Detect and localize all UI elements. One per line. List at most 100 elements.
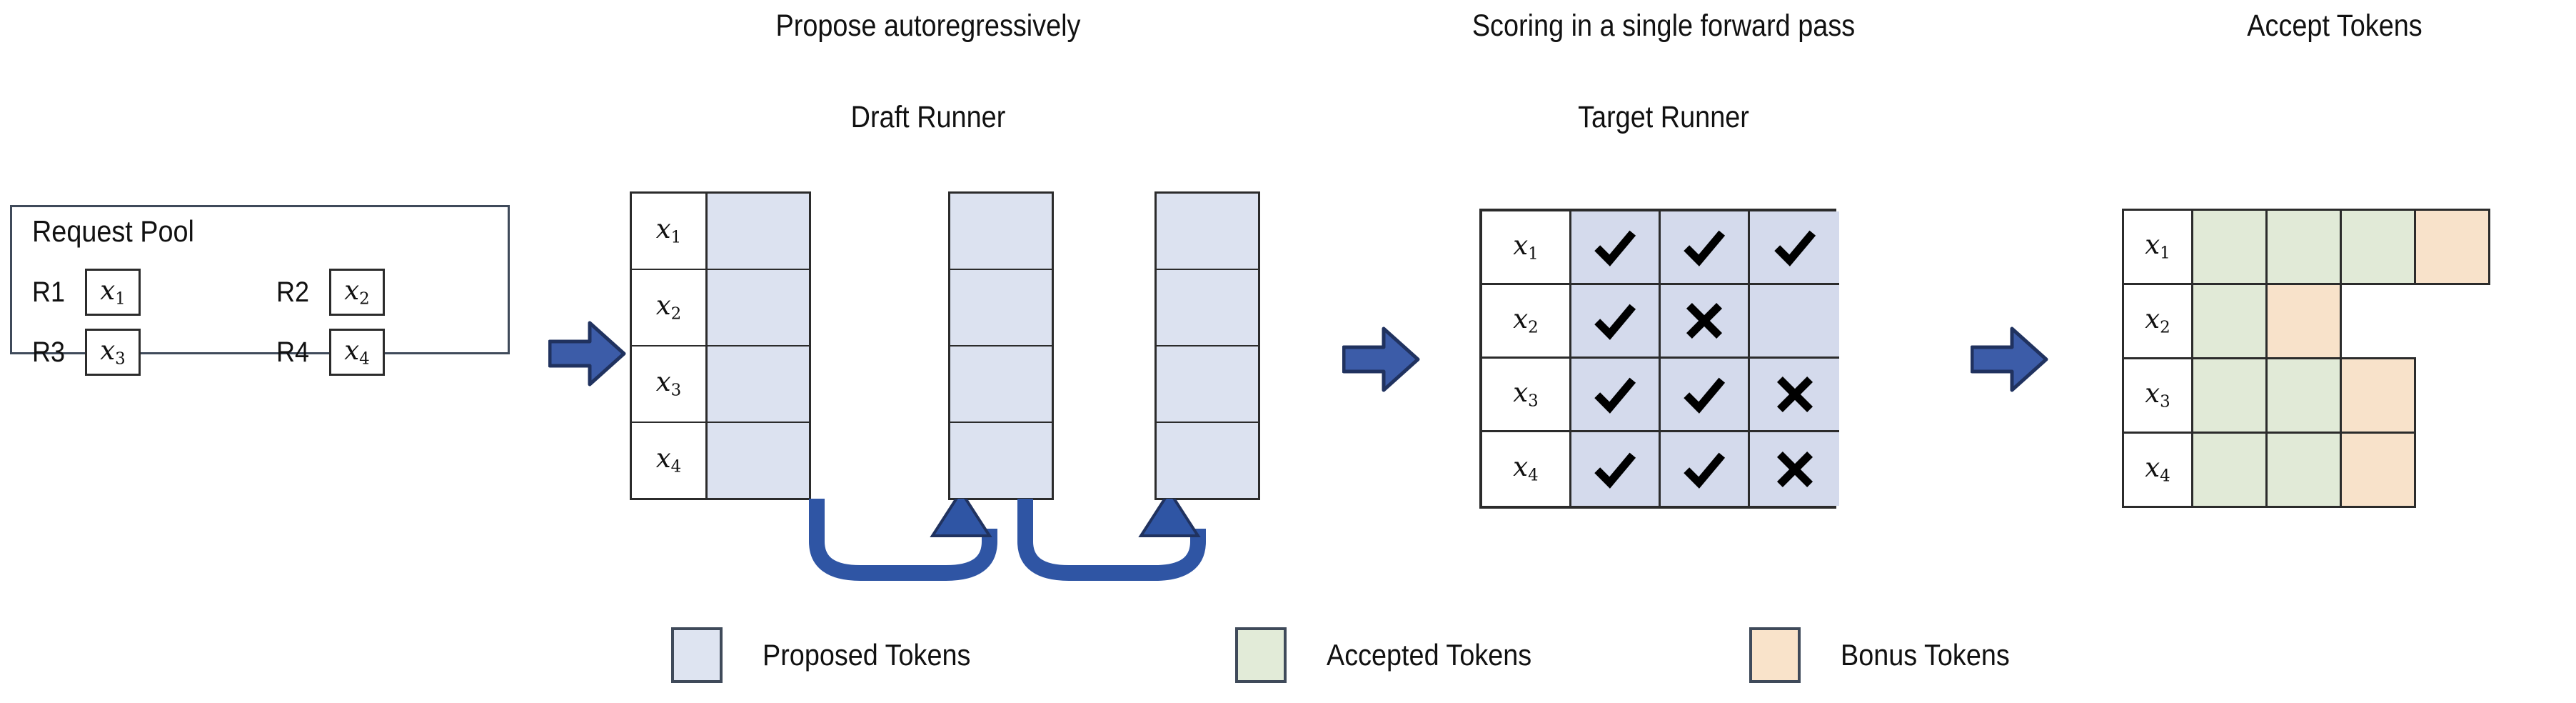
accept-row-label-x1: x1 <box>2122 209 2193 285</box>
proposed-token-cell[interactable] <box>1157 270 1258 346</box>
request-row-r3[interactable]: R3 x3 <box>32 329 141 376</box>
draft-proposal-column-2[interactable] <box>948 191 1054 500</box>
accepted-token-cell[interactable] <box>2191 283 2268 359</box>
accepted-token-cell[interactable] <box>2265 432 2342 508</box>
legend-item-bonus: Bonus Tokens <box>1749 627 2028 683</box>
proposed-token-cell[interactable] <box>1157 423 1258 498</box>
draft-runner-caption-top: Propose autoregressively <box>775 9 1081 43</box>
check-icon <box>1684 452 1726 489</box>
proposed-token-cell[interactable] <box>1157 346 1258 423</box>
request-label-r3: R3 <box>32 336 66 368</box>
target-score-cell-check[interactable] <box>1661 432 1750 506</box>
bonus-token-cell[interactable] <box>2265 283 2342 359</box>
target-row-label-x3: x3 <box>1482 359 1571 432</box>
target-runner-caption-bottom: Target Runner <box>1578 100 1749 134</box>
flow-arrow-pool-to-draft <box>548 321 626 387</box>
target-score-cell-check[interactable] <box>1571 432 1661 506</box>
draft-row-label-x1: x1 <box>632 194 705 270</box>
cross-icon <box>1686 302 1723 339</box>
request-token-box-r2[interactable]: x2 <box>329 269 385 316</box>
request-label-r4: R4 <box>276 336 310 368</box>
proposed-token-cell[interactable] <box>1157 194 1258 270</box>
proposed-token-cell[interactable] <box>950 346 1052 423</box>
accept-row-x3: x3 <box>2122 357 2416 434</box>
target-runner-grid: x1 x2 x3 <box>1479 209 1839 509</box>
draft-runner-label-column: x1 x2 x3 x4 <box>630 191 707 500</box>
accepted-token-cell[interactable] <box>2340 209 2416 285</box>
request-pool-title: Request Pool <box>32 214 194 248</box>
target-score-cell-empty[interactable] <box>1750 285 1839 359</box>
proposed-token-cell[interactable] <box>950 194 1052 270</box>
proposed-token-cell[interactable] <box>708 423 809 498</box>
draft-row-label-x3: x3 <box>632 346 705 423</box>
token-x3: x3 <box>100 334 126 369</box>
flow-arrow-target-to-accept <box>1971 326 2048 392</box>
target-row-label-x4: x4 <box>1482 432 1571 506</box>
cross-icon <box>1776 376 1813 413</box>
accepted-token-cell[interactable] <box>2191 209 2268 285</box>
request-token-box-r1[interactable]: x1 <box>85 269 141 316</box>
request-row-r1[interactable]: R1 x1 <box>32 269 141 316</box>
request-row-r4[interactable]: R4 x4 <box>276 329 385 376</box>
target-row-label-x1: x1 <box>1482 211 1571 285</box>
target-score-cell-cross[interactable] <box>1750 432 1839 506</box>
legend-item-accepted: Accepted Tokens <box>1235 627 1554 683</box>
autoregressive-loop-arrow-1 <box>809 499 997 581</box>
target-score-cell-check[interactable] <box>1571 359 1661 432</box>
check-icon <box>1773 230 1816 266</box>
bonus-token-cell[interactable] <box>2414 209 2490 285</box>
target-runner-caption-top: Scoring in a single forward pass <box>1471 9 1856 43</box>
accepted-token-cell[interactable] <box>2265 357 2342 434</box>
legend-item-proposed: Proposed Tokens <box>671 627 994 683</box>
legend-label-accepted: Accepted Tokens <box>1327 638 1532 672</box>
target-score-cell-cross[interactable] <box>1661 285 1750 359</box>
check-icon <box>1684 377 1726 414</box>
request-token-box-r3[interactable]: x3 <box>85 329 141 376</box>
target-score-cell-cross[interactable] <box>1750 359 1839 432</box>
legend-label-bonus: Bonus Tokens <box>1841 638 2010 672</box>
request-token-box-r4[interactable]: x4 <box>329 329 385 376</box>
proposed-token-cell[interactable] <box>708 346 809 423</box>
request-label-r2: R2 <box>276 276 310 308</box>
legend-swatch-accepted <box>1235 627 1287 683</box>
bonus-token-cell[interactable] <box>2340 357 2416 434</box>
draft-row-label-x2: x2 <box>632 270 705 346</box>
accept-row-label-x4: x4 <box>2122 432 2193 508</box>
legend: Proposed Tokens Accepted Tokens Bonus To… <box>0 617 2576 696</box>
draft-runner-caption-bottom: Draft Runner <box>850 100 1006 134</box>
draft-proposal-column-3[interactable] <box>1154 191 1260 500</box>
target-score-cell-check[interactable] <box>1571 285 1661 359</box>
token-x1: x1 <box>100 274 126 309</box>
target-score-cell-check[interactable] <box>1661 359 1750 432</box>
proposed-token-cell[interactable] <box>708 194 809 270</box>
accept-row-label-x3: x3 <box>2122 357 2193 434</box>
target-score-cell-check[interactable] <box>1571 211 1661 285</box>
target-score-cell-check[interactable] <box>1661 211 1750 285</box>
check-icon <box>1594 230 1636 266</box>
legend-label-proposed: Proposed Tokens <box>763 638 971 672</box>
proposed-token-cell[interactable] <box>950 270 1052 346</box>
draft-row-label-x4: x4 <box>655 443 682 477</box>
draft-proposal-column-1[interactable] <box>705 191 811 500</box>
check-icon <box>1594 377 1636 414</box>
accept-row-x4: x4 <box>2122 432 2416 508</box>
cross-icon <box>1776 451 1813 487</box>
check-icon <box>1594 304 1636 340</box>
proposed-token-cell[interactable] <box>950 423 1052 498</box>
flow-arrow-draft-to-target <box>1342 326 1420 392</box>
accept-row-x1: x1 <box>2122 209 2490 285</box>
proposed-token-cell[interactable] <box>708 270 809 346</box>
target-score-cell-check[interactable] <box>1750 211 1839 285</box>
request-label-r1: R1 <box>32 276 66 308</box>
target-row-label-x2: x2 <box>1482 285 1571 359</box>
legend-swatch-bonus <box>1749 627 1801 683</box>
accept-row-label-x2: x2 <box>2122 283 2193 359</box>
accepted-token-cell[interactable] <box>2191 357 2268 434</box>
accepted-token-cell[interactable] <box>2265 209 2342 285</box>
check-icon <box>1594 452 1636 489</box>
accept-row-x2: x2 <box>2122 283 2342 359</box>
token-x2: x2 <box>344 274 370 309</box>
request-row-r2[interactable]: R2 x2 <box>276 269 385 316</box>
accepted-token-cell[interactable] <box>2191 432 2268 508</box>
bonus-token-cell[interactable] <box>2340 432 2416 508</box>
